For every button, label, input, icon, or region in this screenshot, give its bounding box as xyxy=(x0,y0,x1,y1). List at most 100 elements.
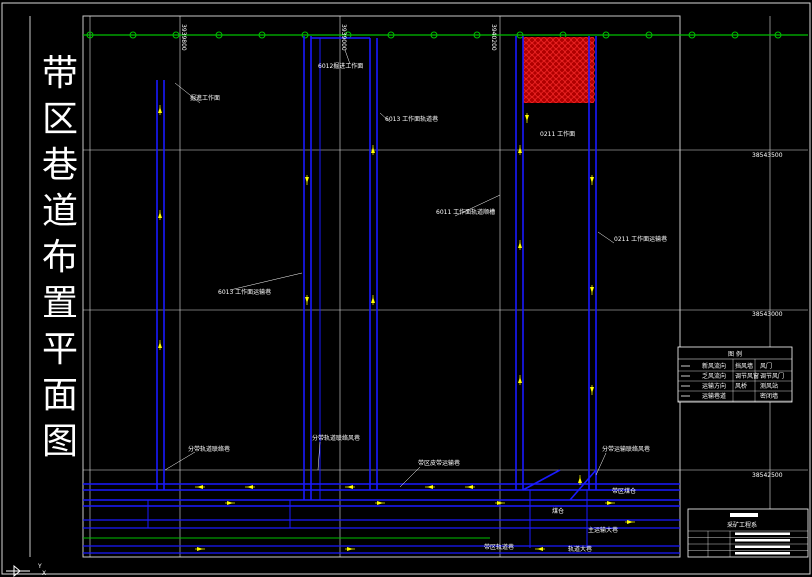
tunnel-network xyxy=(83,36,680,554)
coal-hatch-mark xyxy=(541,79,547,85)
coal-hatch-mark xyxy=(565,43,571,49)
coal-hatch-mark xyxy=(571,61,577,67)
legend-item: 测风站 xyxy=(760,382,778,390)
coal-hatch-mark xyxy=(577,91,583,97)
title-block-entry xyxy=(735,552,790,555)
coal-hatch-mark xyxy=(541,91,547,97)
title-block-entry xyxy=(735,545,790,548)
coal-hatch-mark xyxy=(529,97,535,103)
coal-hatch-mark xyxy=(553,79,559,85)
legend-item: 挡风墙 xyxy=(735,362,753,370)
title-block-entry xyxy=(735,532,790,535)
surface-marker xyxy=(688,31,696,39)
coal-hatch-mark xyxy=(559,43,565,49)
coal-hatch-mark xyxy=(577,55,583,61)
tunnel-label-branch-1: 分带轨道联络巷 xyxy=(188,445,230,453)
coal-hatch-mark xyxy=(547,85,553,91)
coal-hatch-mark xyxy=(547,43,553,49)
coal-hatch-mark xyxy=(535,37,541,43)
tunnel-label-face-0013-transport: 6013 工作面运输巷 xyxy=(218,288,271,296)
coal-hatch-mark xyxy=(577,37,583,43)
coal-hatch-mark xyxy=(571,79,577,85)
title-char: 道 xyxy=(42,191,78,232)
coal-hatch-mark xyxy=(571,91,577,97)
legend-item: 密闭墙 xyxy=(760,392,778,400)
coal-hatch-mark xyxy=(535,49,541,55)
coal-hatch-mark xyxy=(571,73,577,79)
coal-hatch-mark xyxy=(571,55,577,61)
coal-hatch-mark xyxy=(529,55,535,61)
title-char: 平 xyxy=(42,329,78,370)
coal-hatch-mark xyxy=(559,79,565,85)
title-block-entry xyxy=(735,539,790,542)
tunnel-label-face-0013-return: 6013 工作面轨道巷 xyxy=(385,115,438,123)
coal-hatch-mark xyxy=(535,67,541,73)
title-char: 布 xyxy=(42,237,78,278)
label-leader xyxy=(229,272,303,291)
surface-marker xyxy=(172,31,180,39)
svg-text:X: X xyxy=(42,570,46,577)
legend-item: 新风流向 xyxy=(702,362,726,370)
legend-item: 运输巷道 xyxy=(702,392,726,400)
grid-label-right: 38542500 xyxy=(752,472,783,479)
coal-hatch-mark xyxy=(541,55,547,61)
coal-hatch-mark xyxy=(535,79,541,85)
coordinate-grid xyxy=(83,16,808,557)
surface-marker xyxy=(731,31,739,39)
coal-hatch-mark xyxy=(535,73,541,79)
tunnel-segment xyxy=(569,469,597,501)
surface-marker xyxy=(473,31,481,39)
coal-hatch-mark xyxy=(547,79,553,85)
coal-hatch-mark xyxy=(559,55,565,61)
surface-marker xyxy=(301,31,309,39)
title-char: 带 xyxy=(42,53,78,94)
surface-marker xyxy=(258,31,266,39)
coal-hatch-mark xyxy=(547,61,553,67)
coal-hatch-mark xyxy=(565,97,571,103)
legend-table: 图 例 新风流向挡风墙风门乏风流向调节风窗调节风门运输方向风桥测风站运输巷道密闭… xyxy=(677,346,793,403)
boundary-line xyxy=(83,31,808,539)
surface-marker xyxy=(774,31,782,39)
grid-label-top: 3939000 xyxy=(340,24,347,51)
legend-item: 风门 xyxy=(760,362,772,370)
coal-hatch-mark xyxy=(553,49,559,55)
surface-marker xyxy=(516,31,524,39)
coal-hatch-mark xyxy=(565,55,571,61)
coal-hatch-mark xyxy=(571,49,577,55)
coal-hatch-mark xyxy=(577,97,583,103)
label-leader xyxy=(454,194,501,217)
coal-hatch-mark xyxy=(553,85,559,91)
coal-hatch-mark xyxy=(553,55,559,61)
coal-hatch-mark xyxy=(577,79,583,85)
label-leader xyxy=(174,82,201,104)
grid-label-top: 3939800 xyxy=(180,24,187,51)
tunnel-label-belt-main: 带区皮带运输巷 xyxy=(418,459,460,467)
coal-face-area xyxy=(523,37,595,103)
coal-hatch-mark xyxy=(541,73,547,79)
tunnel-label-working-face-left: 掘進工作面 xyxy=(190,94,220,102)
coal-hatch-mark xyxy=(541,37,547,43)
legend-item: 风桥 xyxy=(735,382,747,390)
coal-hatch-mark xyxy=(565,49,571,55)
coal-hatch-mark xyxy=(541,67,547,73)
title-char: 巷 xyxy=(42,145,78,186)
coal-hatch-mark xyxy=(529,67,535,73)
tunnel-label-face-top: 6012掘进工作面 xyxy=(318,62,363,70)
coal-hatch-mark xyxy=(553,61,559,67)
coal-hatch-mark xyxy=(553,43,559,49)
airflow-arrows xyxy=(158,105,635,551)
coal-hatch-mark xyxy=(565,61,571,67)
title-char: 面 xyxy=(42,375,78,416)
grid-label-top: 3940200 xyxy=(490,24,497,51)
coal-hatch-mark xyxy=(529,37,535,43)
coal-hatch-mark xyxy=(535,97,541,103)
coal-hatch-mark xyxy=(535,85,541,91)
tunnel-label-branch-3: 分带运输联络风巷 xyxy=(602,445,650,453)
label-leader xyxy=(164,451,196,471)
coal-hatch-mark xyxy=(565,67,571,73)
label-leader xyxy=(317,441,321,471)
surface-marker xyxy=(645,31,653,39)
coal-hatch-mark xyxy=(547,49,553,55)
